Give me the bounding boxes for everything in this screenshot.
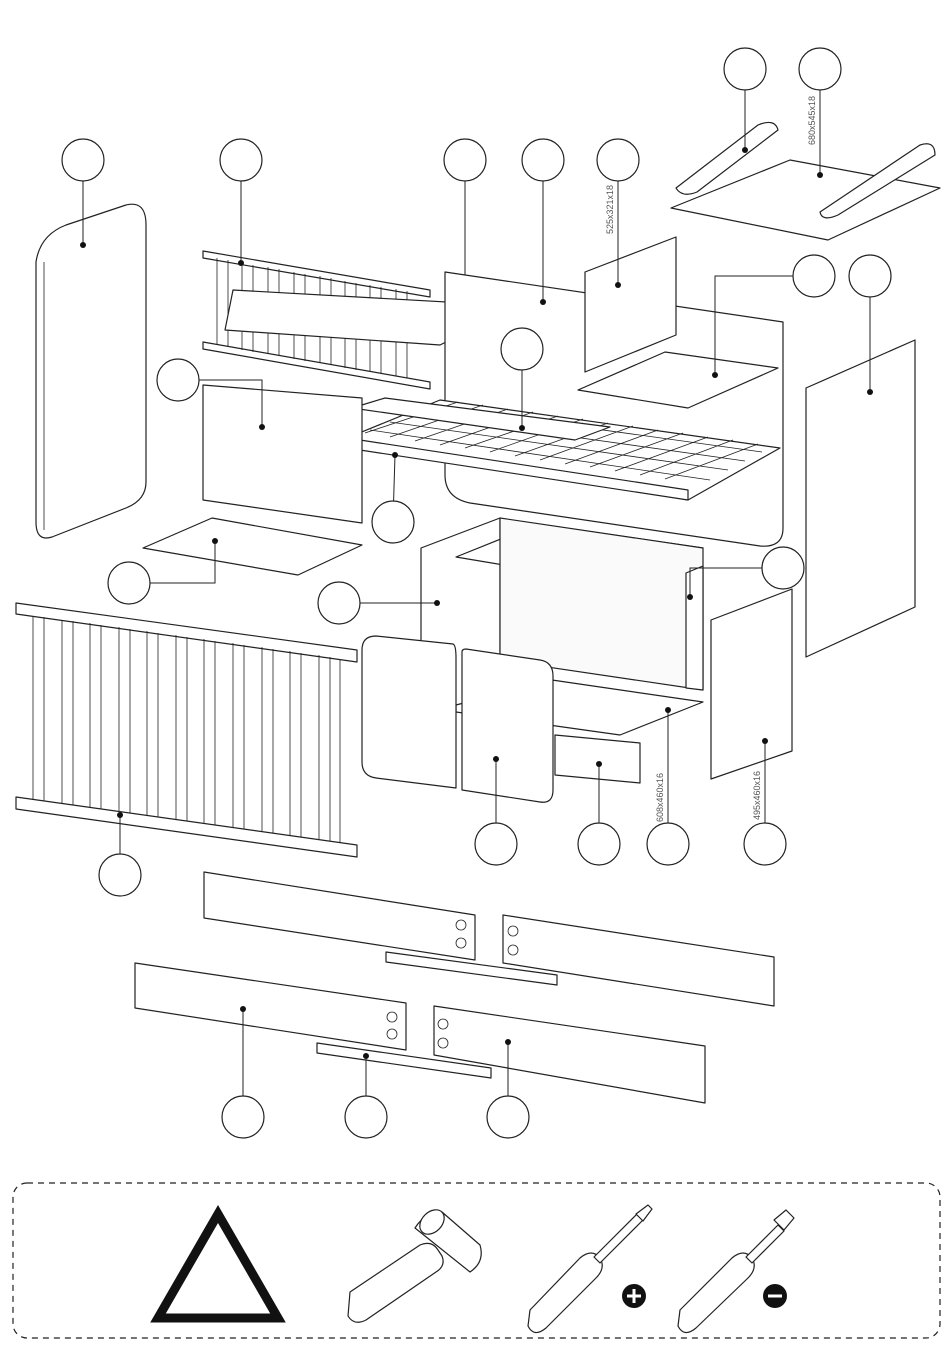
- plinth-board: [555, 735, 640, 783]
- callout-cabinet-side: [318, 582, 360, 624]
- cabinet-door-left: [362, 636, 456, 788]
- callout-slatted-base: [372, 501, 414, 543]
- callout-cabinet-shelf: [647, 823, 689, 865]
- bed-rail-lower-right: [434, 1006, 705, 1103]
- right-side-panel: [806, 340, 915, 657]
- callout-crib-railing: [99, 854, 141, 896]
- callout-top-panel: [799, 48, 841, 90]
- callout-bottom-board-left: [108, 562, 150, 604]
- bed-rail-lower-left: [135, 963, 406, 1050]
- callout-connector-bar: [345, 1096, 387, 1138]
- bed-rail-upper-left: [204, 872, 475, 960]
- callout-partition-panel: [157, 359, 199, 401]
- callout-railing-shelf: [444, 139, 486, 181]
- dimension-label-top-panel: 680x545x18: [807, 96, 817, 145]
- partition-panel: [203, 385, 362, 523]
- cabinet-side-panel: [711, 589, 792, 779]
- callout-small-railing: [220, 139, 262, 181]
- bottom-board-left: [143, 518, 362, 575]
- callout-cabinet-back: [762, 547, 804, 589]
- callout-small-board: [597, 139, 639, 181]
- bed-rail-upper-right: [503, 915, 774, 1006]
- callout-top-rail: [724, 48, 766, 90]
- phillips-screwdriver-icon: [528, 1205, 652, 1333]
- callout-plinth: [578, 823, 620, 865]
- dimension-label-shelf: 608x460x16: [655, 773, 665, 822]
- crib-railing: [16, 603, 357, 857]
- callout-middle-shelf: [793, 255, 835, 297]
- flat-screwdriver-icon: [678, 1210, 794, 1333]
- top-panel: [671, 122, 940, 240]
- dimension-label-small-board: 525x321x18: [605, 185, 615, 234]
- callout-right-side-panel: [849, 255, 891, 297]
- cabinet-door-right: [462, 649, 553, 802]
- callout-cabinet-side-panel: [744, 823, 786, 865]
- mallet-icon: [348, 1205, 481, 1322]
- headboard-panel: [36, 204, 146, 538]
- callout-back-panel: [522, 139, 564, 181]
- callout-bed-rail-right: [487, 1096, 529, 1138]
- dimension-label-side-panel: 495x460x16: [752, 771, 762, 820]
- callout-headboard: [62, 139, 104, 181]
- callout-cabinet-door: [475, 823, 517, 865]
- callout-support-board: [501, 328, 543, 370]
- callout-bed-rail: [222, 1096, 264, 1138]
- warning-triangle-icon: [158, 1214, 278, 1318]
